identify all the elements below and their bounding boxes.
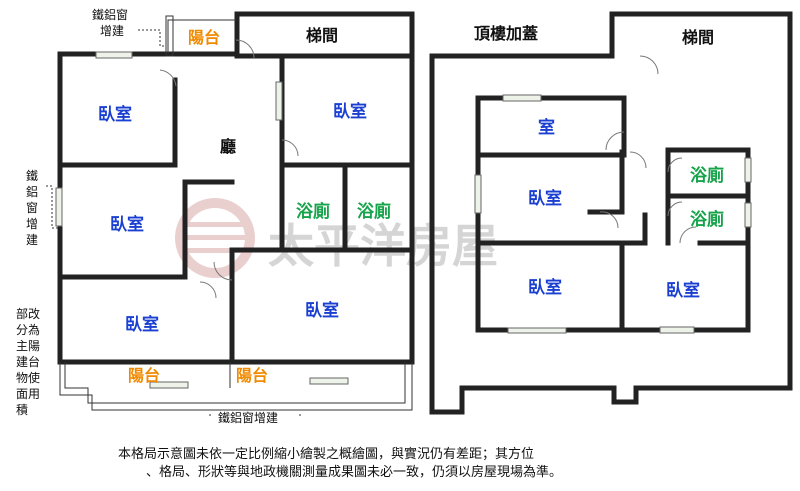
note-converted-3: 主陽 — [16, 339, 40, 353]
living-room-label: 廳 — [220, 137, 236, 156]
window-icon — [659, 326, 695, 334]
window-addition-top — [165, 15, 174, 57]
right-floor-plan: 頂樓加蓋 梯間 室 臥室 浴廁 浴廁 臥室 臥室 — [429, 11, 793, 415]
note-bottom-window-bracket — [209, 412, 301, 416]
bedroom-mid-label: 臥室 — [528, 188, 562, 209]
note-top-window-1: 鐵鋁窗 — [92, 7, 128, 22]
room-top-label: 室 — [538, 117, 555, 138]
balcony-top-outline — [167, 19, 237, 54]
bedroom-top-right-label: 臥室 — [333, 101, 367, 122]
note-converted-6: 面用 — [16, 387, 40, 401]
window-icon — [95, 51, 133, 59]
note-left-window-2: 鋁 — [26, 185, 38, 199]
door-swing-icon — [213, 261, 233, 281]
balcony-bottom-left-label: 陽台 — [128, 366, 160, 385]
window-icon — [55, 187, 63, 227]
note-top-window-bracket — [138, 29, 166, 47]
balcony-top-label: 陽台 — [188, 28, 220, 47]
rooftop-title: 頂樓加蓋 — [474, 24, 538, 43]
left-floor-plan: 陽台 梯間 臥室 廳 臥室 臥室 浴廁 浴廁 臥室 臥室 陽台 陽台 鐵鋁窗 增… — [16, 7, 415, 425]
disclaimer-line-1: 本格局示意圖未依一定比例縮小繪製之概繪圖，與實況仍有差距；其方位 — [118, 446, 534, 462]
note-bottom-window: 鐵鋁窗增建 — [218, 410, 278, 425]
window-icon — [309, 377, 349, 385]
door-swing-icon — [605, 131, 625, 151]
window-icon — [149, 381, 189, 389]
disclaimer-line-2: 、格局、形狀等與地政機關測量成果圖未必一致，仍須以房屋現場為準。 — [146, 464, 562, 480]
note-left-window-4: 增 — [26, 217, 38, 231]
door-swing-icon — [639, 55, 659, 75]
door-swing-icon — [281, 139, 299, 157]
bedroom-bottom-right-label-right: 臥室 — [666, 280, 700, 301]
window-icon — [502, 94, 542, 102]
balcony-bottom-outline — [59, 362, 413, 411]
door-swing-icon — [667, 157, 683, 173]
watermark: 太平洋房屋 — [175, 198, 498, 278]
outer-wall-right-plan — [429, 11, 793, 415]
balcony-bottom-right-label: 陽台 — [236, 366, 268, 385]
door-swing-icon — [679, 226, 697, 244]
note-left-window-1: 鐵 — [26, 168, 38, 183]
bath-label-2: 浴廁 — [357, 201, 391, 222]
note-converted-4: 建台 — [16, 354, 40, 369]
door-swing-icon — [629, 151, 647, 169]
door-swing-icon — [199, 281, 217, 299]
bedroom-bottom-left-label-right: 臥室 — [528, 277, 562, 298]
bedroom-mid-left-label: 臥室 — [110, 214, 144, 235]
window-icon — [744, 202, 752, 228]
stairs-label-left: 梯間 — [306, 26, 338, 45]
note-top-window-2: 增建 — [100, 24, 124, 38]
bedroom-top-left-label: 臥室 — [98, 104, 132, 125]
bath-label-right-1: 浴廁 — [690, 165, 724, 186]
bath-label-1: 浴廁 — [296, 201, 330, 222]
door-swing-icon — [599, 211, 619, 229]
door-swing-icon — [159, 69, 177, 87]
stairwell-left — [234, 11, 415, 59]
note-converted-7: 積 — [16, 402, 28, 417]
note-converted-1: 部改 — [16, 306, 40, 321]
note-converted-5: 物使 — [16, 370, 40, 385]
note-left-window-3: 窗 — [26, 201, 38, 215]
stairs-label-right: 梯間 — [682, 28, 714, 47]
note-left-window-5: 建 — [26, 233, 38, 247]
interior-walls-right — [475, 95, 751, 333]
bedroom-bottom-left-label: 臥室 — [125, 314, 159, 335]
door-swing-icon — [667, 201, 683, 217]
window-icon — [275, 81, 283, 121]
note-converted-2: 分為 — [16, 323, 40, 337]
window-icon — [744, 157, 752, 183]
bath-label-right-2: 浴廁 — [690, 209, 724, 230]
interior-walls-left — [57, 53, 415, 365]
watermark-text: 太平洋房屋 — [268, 219, 498, 273]
window-icon — [507, 327, 567, 334]
bedroom-bottom-right-label: 臥室 — [305, 300, 339, 321]
window-icon — [474, 174, 482, 214]
door-swing-icon — [235, 39, 255, 59]
